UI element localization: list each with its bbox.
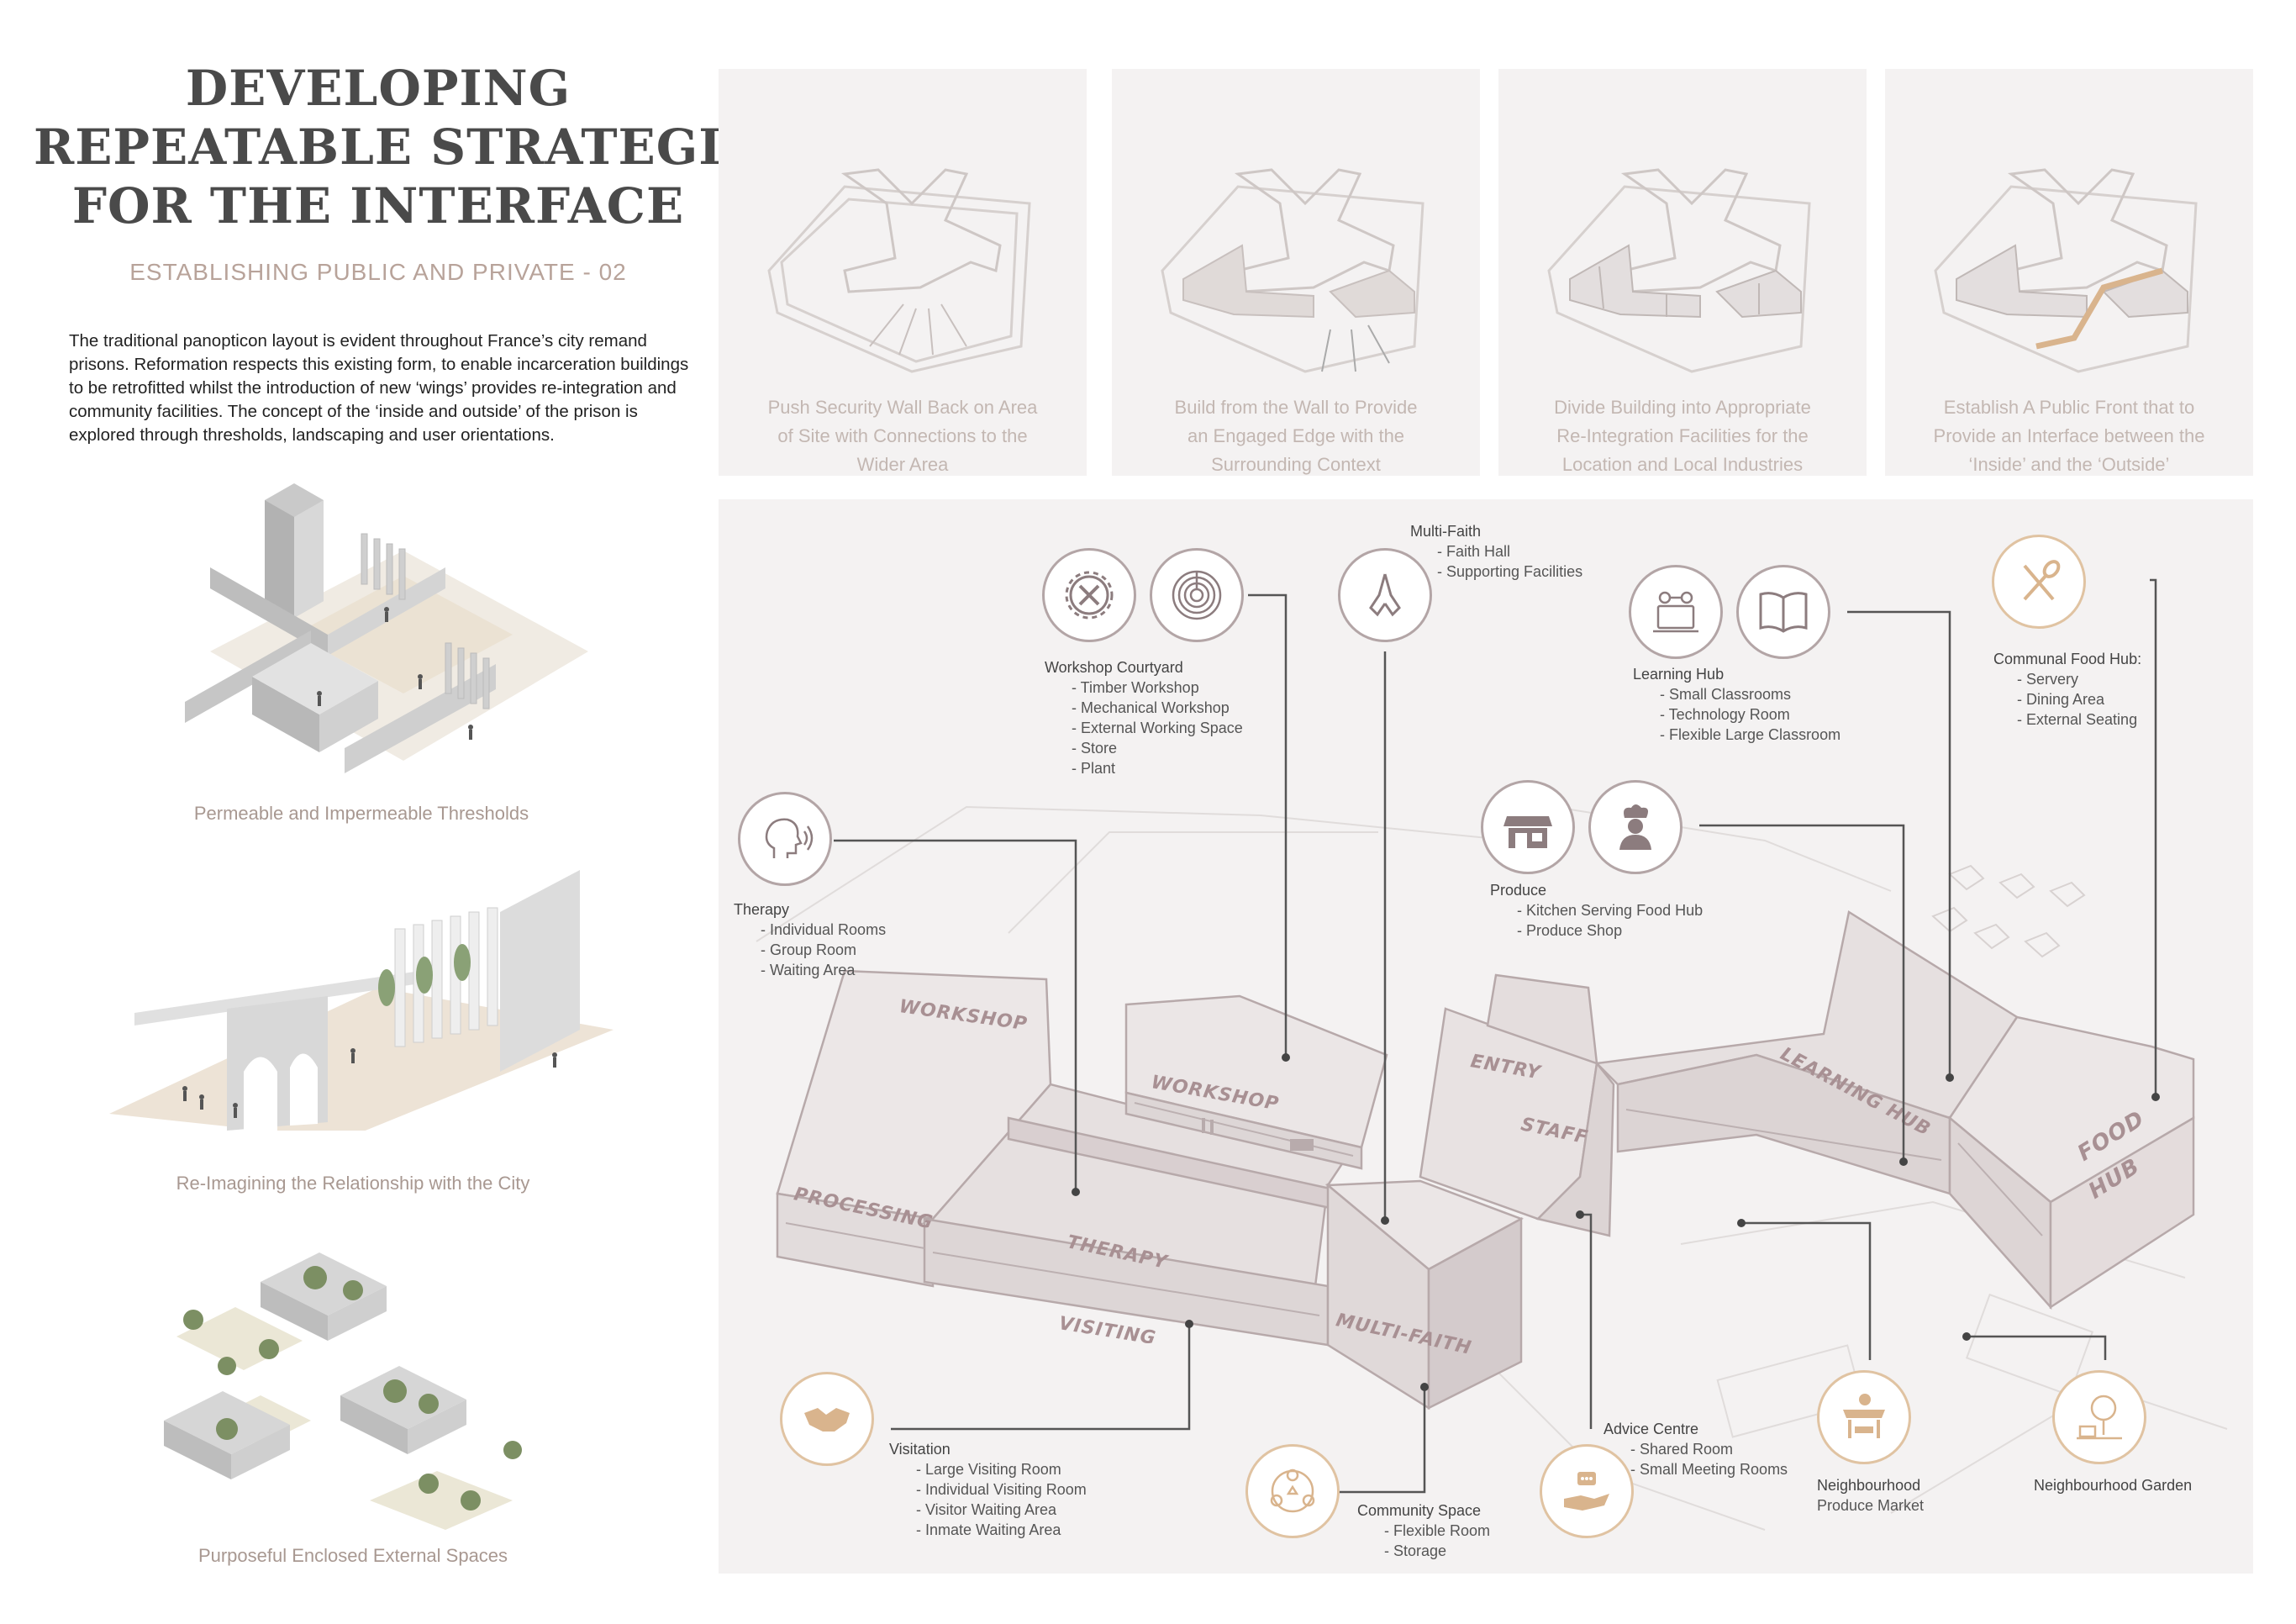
title-line-2: REPEATABLE STRATEGIES xyxy=(34,119,797,176)
handshake-icon xyxy=(780,1372,874,1466)
shop-icon xyxy=(1481,780,1575,874)
strategy-1-diagram xyxy=(767,168,1031,373)
strategy-2-diagram xyxy=(1161,168,1424,373)
chef-icon xyxy=(1588,780,1683,874)
technology-icon xyxy=(1629,565,1723,659)
intro-paragraph: The traditional panopticon layout is evi… xyxy=(69,331,689,445)
title-line-3: FOR THE INTERFACE xyxy=(71,177,685,235)
label-communal-food-hub: Communal Food Hub: - Servery - Dining Ar… xyxy=(1993,651,2142,728)
strategy-2-text: Build from the Wall to Provide an Engage… xyxy=(1174,397,1418,475)
label-produce: Produce - Kitchen Serving Food Hub - Pro… xyxy=(1490,882,1704,939)
label-neighbourhood-garden: Neighbourhood Garden xyxy=(2034,1477,2193,1494)
market-stall-icon xyxy=(1817,1370,1911,1464)
page-title: DEVELOPING REPEATABLE STRATEGIES FOR THE… xyxy=(34,59,797,235)
label-learning-hub: Learning Hub - Small Classrooms - Techno… xyxy=(1633,666,1841,743)
strategy-panel-3: Divide Building into Appropriate Re-Inte… xyxy=(1498,69,1867,476)
page-subtitle: ESTABLISHING PUBLIC AND PRIVATE - 02 xyxy=(129,259,627,285)
community-people-icon xyxy=(1245,1444,1340,1538)
listening-head-icon xyxy=(738,792,832,886)
open-book-icon xyxy=(1736,565,1830,659)
caption-thresholds: Permeable and Impermeable Thresholds xyxy=(193,803,529,824)
caption-city: Re-Imagining the Relationship with the C… xyxy=(176,1173,530,1194)
helping-hand-icon xyxy=(1540,1444,1634,1538)
city-relationship-illustration xyxy=(109,870,613,1131)
strategy-4-diagram xyxy=(1934,168,2198,373)
strategy-panel-1: Push Security Wall Back on Area of Site … xyxy=(719,69,1087,476)
enclosed-spaces-illustration xyxy=(164,1252,522,1530)
praying-hands-icon xyxy=(1338,548,1432,642)
label-therapy: Therapy - Individual Rooms - Group Room … xyxy=(734,901,887,978)
label-visitation: Visitation - Large Visiting Room - Indiv… xyxy=(889,1441,1087,1538)
label-neighbourhood-market: Neighbourhood Produce Market xyxy=(1817,1477,1925,1514)
thresholds-illustration xyxy=(185,483,588,773)
caption-enclosed: Purposeful Enclosed External Spaces xyxy=(197,1545,508,1566)
label-multi-faith: Multi-Faith - Faith Hall - Supporting Fa… xyxy=(1410,523,1583,580)
timber-log-icon xyxy=(1150,548,1244,642)
label-community-space: Community Space - Flexible Room - Storag… xyxy=(1357,1502,1491,1559)
strategy-3-text: Divide Building into Appropriate Re-Inte… xyxy=(1554,397,1811,475)
strategy-3-diagram xyxy=(1547,168,1811,373)
strategy-1-text: Push Security Wall Back on Area of Site … xyxy=(767,397,1038,475)
strategy-panel-2: Build from the Wall to Provide an Engage… xyxy=(1112,69,1480,476)
strategy-4-text: Establish A Public Front that to Provide… xyxy=(1933,397,2205,475)
label-advice-centre: Advice Centre - Shared Room - Small Meet… xyxy=(1604,1421,1788,1478)
fork-spoon-icon xyxy=(1992,535,2086,629)
label-workshop-courtyard: Workshop Courtyard - Timber Workshop - M… xyxy=(1045,659,1243,777)
garden-tree-icon xyxy=(2052,1370,2146,1464)
gear-wrench-icon xyxy=(1042,548,1136,642)
title-line-1: DEVELOPING xyxy=(185,60,571,117)
strategy-panel-4: Establish A Public Front that to Provide… xyxy=(1885,69,2253,476)
